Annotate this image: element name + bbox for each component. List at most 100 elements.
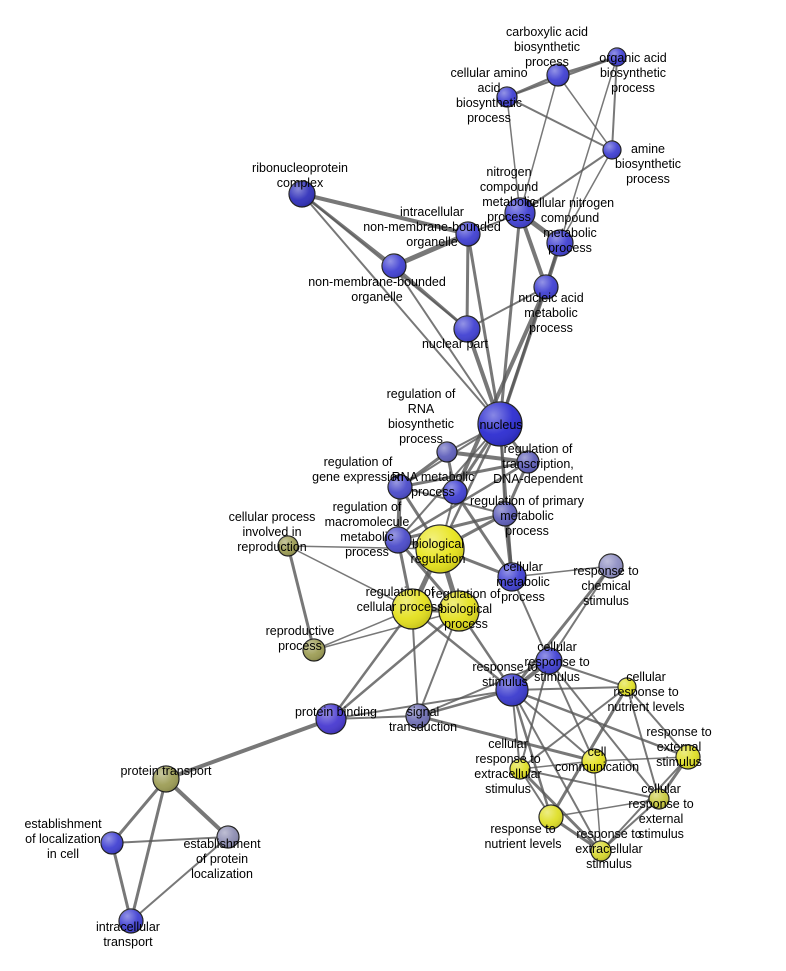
node-label-amine-biosynthetic-process: biosynthetic xyxy=(615,157,681,171)
node-label-nitrogen-compound-metabolic-process: process xyxy=(487,210,531,224)
node-label-cellular-process-involved-in-reproduction: involved in xyxy=(242,525,301,539)
graph-edge xyxy=(129,777,168,923)
node-label-cellular-nitrogen-compound-metabolic-process: metabolic xyxy=(543,226,597,240)
node-label-cellular-response-to-external-stimulus: external xyxy=(639,812,683,826)
graph-edge xyxy=(593,756,689,762)
node-label-cellular-response-to-stimulus: cellular xyxy=(537,640,577,654)
node-label-response-to-extracellular-stimulus: extracellular xyxy=(575,842,642,856)
node-label-establishment-of-protein-localization: establishment xyxy=(183,837,261,851)
node-label-ribonucleoprotein-complex: ribonucleoprotein xyxy=(252,161,348,175)
node-label-intracellular-non-membrane-bounded-organelle: organelle xyxy=(406,235,457,249)
node-label-response-to-external-stimulus: stimulus xyxy=(656,755,702,769)
node-label-response-to-chemical-stimulus: response to xyxy=(573,564,638,578)
node-label-cellular-response-to-external-stimulus: stimulus xyxy=(638,827,684,841)
node-label-cellular-response-to-extracellular-stimulus: cellular xyxy=(488,737,528,751)
node-label-cellular-process-involved-in-reproduction: cellular process xyxy=(229,510,316,524)
node-label-rna-metabolic-process: RNA metabolic xyxy=(392,470,475,484)
node-label-response-to-nutrient-levels: response to xyxy=(490,822,555,836)
node-label-nitrogen-compound-metabolic-process: metabolic xyxy=(482,195,536,209)
graph-edge xyxy=(287,545,413,610)
node-label-carboxylic-acid-biosynthetic-process: carboxylic acid xyxy=(506,25,588,39)
graph-edge xyxy=(511,576,550,662)
node-label-regulation-of-gene-expression: gene expression xyxy=(312,470,404,484)
graph-edge xyxy=(300,192,470,236)
graph-edge xyxy=(548,660,660,800)
node-label-regulation-of-macromolecule-metabolic-process: macromolecule xyxy=(325,515,410,529)
graph-edge xyxy=(313,610,460,651)
node-label-organic-acid-biosynthetic-process: process xyxy=(611,81,655,95)
node-label-regulation-of-rna-biosynthetic-process: regulation of xyxy=(387,387,456,401)
graph-edge xyxy=(164,717,333,781)
graph-edge xyxy=(557,74,613,151)
node-label-regulation-of-cellular-process: regulation of xyxy=(366,585,435,599)
node-label-establishment-of-protein-localization: of protein xyxy=(196,852,248,866)
graph-edge xyxy=(498,211,522,426)
graph-edge xyxy=(498,285,548,426)
node-label-cell-communication: cell xyxy=(588,745,607,759)
graph-edge xyxy=(611,56,618,151)
node-label-biological-regulation: biological xyxy=(412,537,464,551)
node-label-nitrogen-compound-metabolic-process: nitrogen xyxy=(486,165,531,179)
node-label-carboxylic-acid-biosynthetic-process: process xyxy=(525,55,569,69)
node-label-regulation-of-transcription-dna-dependent: DNA-dependent xyxy=(493,472,583,486)
node-label-intracellular-non-membrane-bounded-organelle: intracellular xyxy=(400,205,464,219)
node-label-non-membrane-bounded-organelle: non-membrane-bounded xyxy=(308,275,446,289)
graph-edge xyxy=(466,286,547,330)
graph-edge xyxy=(417,660,550,717)
graph-edge xyxy=(506,96,613,151)
node-label-nucleic-acid-metabolic-process: process xyxy=(529,321,573,335)
node-label-cellular-amino-acid-biosynthetic-process: acid xyxy=(478,81,501,95)
graph-edge xyxy=(548,660,595,762)
node-label-intracellular-transport: intracellular xyxy=(96,920,160,934)
node-label-cellular-metabolic-process: cellular xyxy=(503,560,543,574)
node-label-response-to-external-stimulus: external xyxy=(657,740,701,754)
node-label-ribonucleoprotein-complex: complex xyxy=(277,176,324,190)
node-label-response-to-extracellular-stimulus: stimulus xyxy=(586,857,632,871)
node-label-intracellular-non-membrane-bounded-organelle: non-membrane-bounded xyxy=(363,220,501,234)
node-label-cellular-nitrogen-compound-metabolic-process: cellular nitrogen xyxy=(526,196,614,210)
node-label-regulation-of-primary-metabolic-process: metabolic xyxy=(500,509,554,523)
node-label-cellular-amino-acid-biosynthetic-process: process xyxy=(467,111,511,125)
node-label-regulation-of-rna-biosynthetic-process: biosynthetic xyxy=(388,417,454,431)
node-label-cellular-metabolic-process: process xyxy=(501,590,545,604)
graph-edge xyxy=(511,686,628,691)
node-label-regulation-of-cellular-process: cellular process xyxy=(357,600,444,614)
graph-edge xyxy=(548,660,628,688)
node-label-regulation-of-biological-process: regulation of xyxy=(432,587,501,601)
graph-edge xyxy=(465,232,470,331)
node-label-cellular-response-to-extracellular-stimulus: extracellular xyxy=(474,767,541,781)
node-label-regulation-of-transcription-dna-dependent: transcription, xyxy=(502,457,574,471)
graph-edge xyxy=(130,836,229,922)
node-label-intracellular-transport: transport xyxy=(103,935,153,949)
node-label-nitrogen-compound-metabolic-process: compound xyxy=(480,180,538,194)
node-label-cellular-amino-acid-biosynthetic-process: biosynthetic xyxy=(456,96,522,110)
graph-edge xyxy=(600,756,689,852)
graph-edge xyxy=(286,544,316,652)
node-label-nucleic-acid-metabolic-process: nucleic acid xyxy=(518,291,583,305)
graph-edge xyxy=(519,686,628,770)
node-label-regulation-of-macromolecule-metabolic-process: regulation of xyxy=(333,500,402,514)
node-label-response-to-extracellular-stimulus: response to xyxy=(576,827,641,841)
graph-node-establishment-of-localization-in-cell[interactable]: establishment of localization in cell xyxy=(100,831,124,855)
node-label-protein-transport: protein transport xyxy=(120,764,212,778)
node-label-cellular-response-to-external-stimulus: response to xyxy=(628,797,693,811)
graph-edge xyxy=(519,768,660,800)
node-label-cellular-metabolic-process: metabolic xyxy=(496,575,550,589)
graph-edge xyxy=(301,193,501,425)
node-label-nucleic-acid-metabolic-process: metabolic xyxy=(524,306,578,320)
node-label-biological-regulation: regulation xyxy=(411,552,466,566)
graph-edge xyxy=(559,149,613,244)
node-label-regulation-of-primary-metabolic-process: process xyxy=(505,524,549,538)
node-label-reproductive-process: reproductive xyxy=(266,624,335,638)
node-label-signal-transduction: transduction xyxy=(389,720,457,734)
node-label-response-to-stimulus: stimulus xyxy=(482,675,528,689)
node-label-regulation-of-rna-biosynthetic-process: RNA xyxy=(408,402,435,416)
node-label-amine-biosynthetic-process: amine xyxy=(631,142,665,156)
node-label-amine-biosynthetic-process: process xyxy=(626,172,670,186)
node-label-regulation-of-gene-expression: regulation of xyxy=(324,455,393,469)
node-label-regulation-of-transcription-dna-dependent: regulation of xyxy=(504,442,573,456)
node-label-cellular-nitrogen-compound-metabolic-process: compound xyxy=(541,211,599,225)
graph-edge xyxy=(453,490,514,579)
